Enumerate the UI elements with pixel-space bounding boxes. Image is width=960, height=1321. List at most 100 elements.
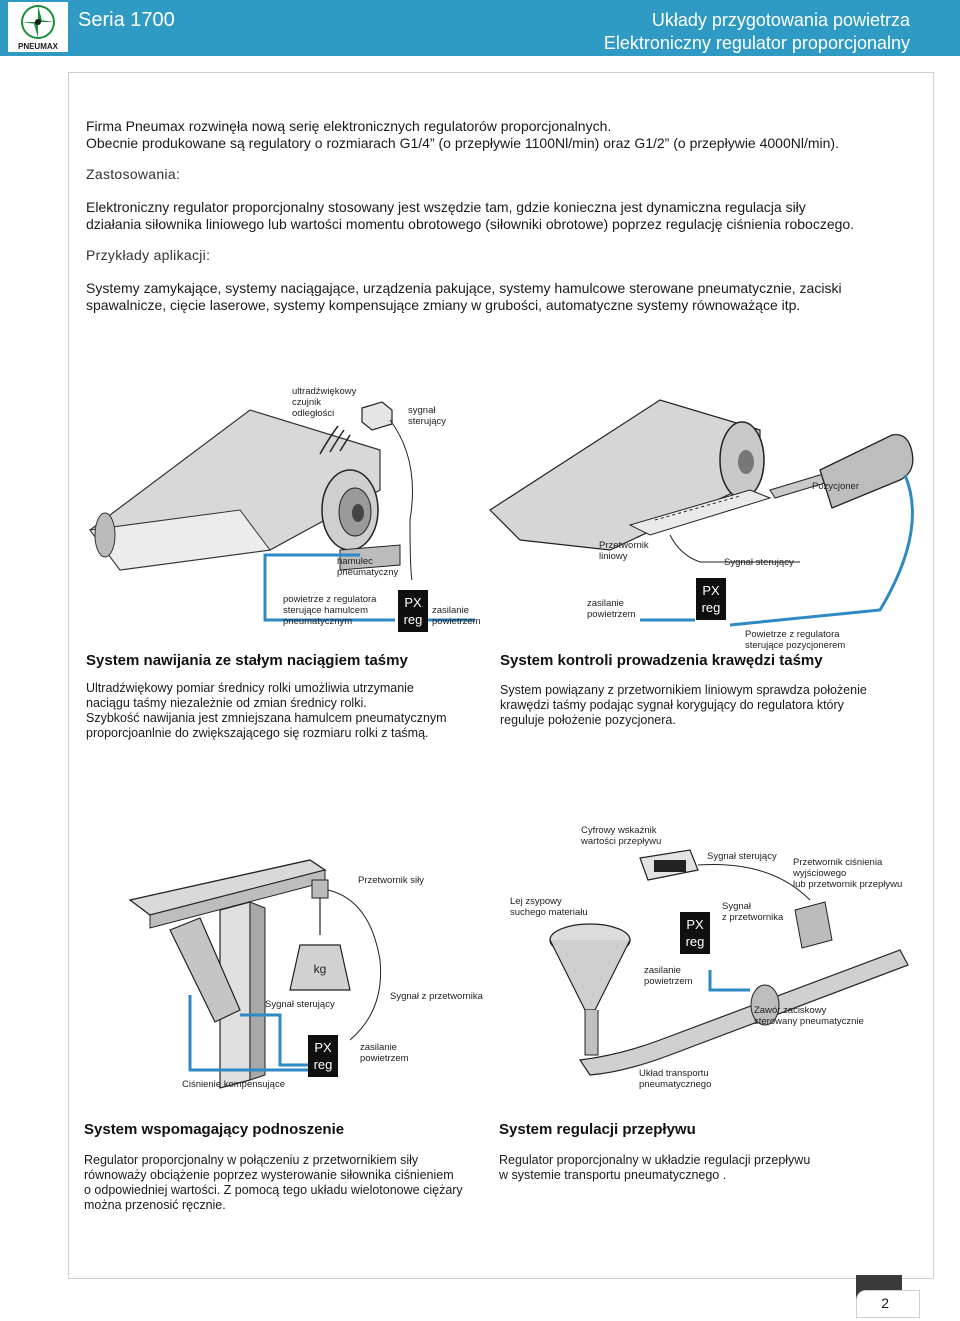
px-reg-block-4: PX reg [680,912,710,954]
lbl-control-signal-4: Sygnał sterujący [707,851,777,862]
lbl-transducer-signal-3: Sygnał z przetwornika [390,991,483,1002]
panel1-description: Ultradźwiękowy pomiar średnicy rolki umo… [86,681,486,741]
lbl-transport-system: Układ transportu pneumatycznego [639,1068,711,1090]
lift-assist-diagram: kg [128,859,382,1089]
lbl-control-signal-line2: sterujący [408,416,447,427]
lbl-air-supply-3-line2: powietrzem [360,1053,409,1064]
lbl-control-signal-line1: sygnał [408,405,436,416]
page-header: PNEUMAX Seria 1700 Układy przygotowania … [0,0,960,56]
panel2-desc-line2: krawędzi taśmy podając sygnał korygujący… [500,698,844,712]
lbl-air-supply-2-line2: powietrzem [587,609,636,620]
reg-label: reg [701,600,721,615]
header-title: Układy przygotowania powietrza Elektroni… [604,9,910,55]
panel4-desc-line1: Regulator proporcjonalny w układzie regu… [499,1153,811,1167]
lbl-air-supply-1-line1: zasilanie [432,605,469,616]
lbl-air-supply-3: zasilanie powietrzem [360,1042,409,1064]
applications-heading: Zastosowania: [86,166,181,182]
lbl-transducer-signal-4-line2: z przetwornika [722,912,784,923]
edge-guiding-diagram [489,399,914,627]
page-frame [68,72,934,1279]
header-title-line2: Elektroniczny regulator proporcjonalny [603,33,910,53]
lbl-hopper-line2: suchego materiału [510,907,588,918]
winding-system-diagram [89,401,475,622]
applications-paragraph: Elektroniczny regulator proporcjonalny s… [86,199,916,233]
intro-line1: Firma Pneumax rozwinęła nową serię elekt… [86,118,612,134]
lbl-digital-display: Cyfrowy wskaźnik wartości przepływu [581,825,661,847]
examples-line1: Systemy zamykające, systemy naciągające,… [86,280,842,296]
px-reg-block-1: PX reg [398,590,428,632]
panel3-description: Regulator proporcjonalny w połączeniu z … [84,1153,484,1213]
panel1-desc-line3: Szybkość nawijania jest zmniejszana hamu… [86,711,447,725]
px-label: PX [314,1040,332,1055]
page-number: 2 [856,1290,920,1318]
lbl-linear-transducer-line1: Przetwornik [599,540,649,551]
examples-heading: Przykłady aplikacji: [86,247,211,263]
lbl-brake: hamulec pneumatyczny [337,556,398,578]
lbl-hopper-line1: Lej zsypowy [510,896,562,907]
lbl-sensor-line1: ultradźwiękowy [292,386,357,397]
lbl-air-supply-1-line2: powietrzem [432,616,481,627]
pneumax-logo: PNEUMAX [8,2,68,52]
lbl-pressure-transducer: Przetwornik ciśnienia wyjściowego lub pr… [793,857,902,890]
px-label: PX [686,917,704,932]
panel2-description: System powiązany z przetwornikiem liniow… [500,683,910,728]
lbl-control-signal-2: Sygnał sterujący [724,557,794,568]
lbl-air-supply-2: zasilanie powietrzem [587,598,636,620]
lbl-hopper: Lej zsypowy suchego materiału [510,896,588,918]
lbl-brake-air: powietrze z regulatora sterujące hamulce… [283,594,376,627]
intro-paragraph: Firma Pneumax rozwinęła nową serię elekt… [86,118,916,152]
lbl-pressure-transducer-line3: lub przetwornik przepływu [793,879,903,890]
reg-label: reg [685,934,705,949]
lbl-transport-system-line1: Układ transportu [639,1068,709,1079]
lbl-brake-line2: pneumatyczny [337,567,399,578]
lbl-air-supply-2-line1: zasilanie [587,598,624,609]
lbl-compensating-pressure: Ciśnienie kompensujące [182,1079,285,1090]
lbl-air-supply-1: zasilanie powietrzem [432,605,481,627]
lbl-brake-air-line1: powietrze z regulatora [283,594,377,605]
lbl-positioner-air-line2: sterujące pozycjonerem [745,640,846,651]
reg-label: reg [313,1057,333,1072]
applications-line2: działania siłownika liniowego lub wartoś… [86,216,855,232]
lbl-transducer-signal-4-line1: Sygnał [722,901,752,912]
lbl-pinch-valve-line2: sterowany pneumatycznie [754,1016,864,1027]
lbl-sensor-line3: odległości [292,408,335,419]
flow-control-diagram [549,849,909,1076]
panel4-desc-line2: w systemie transportu pneumatycznego . [499,1168,727,1182]
lbl-control-signal-3: Sygnał sterujący [265,999,335,1010]
lbl-digital-display-line1: Cyfrowy wskaźnik [581,825,657,836]
panel3-desc-line3: o odpowiedniej wartości. Z pomocą tego u… [84,1183,463,1197]
lbl-brake-air-line3: pneumatycznym [283,616,353,627]
px-label: PX [404,595,422,610]
lbl-force-transducer: Przetwornik siły [358,875,424,886]
panel1-desc-line1: Ultradźwiękowy pomiar średnicy rolki umo… [86,681,414,695]
examples-line2: spawalnicze, cięcie laserowe, systemy ko… [86,297,801,313]
panel3-title: System wspomagający podnoszenie [84,1121,345,1138]
lbl-positioner-air: Powietrze z regulatora sterujące pozycjo… [745,629,845,651]
lbl-brake-line1: hamulec [337,556,373,567]
lbl-brake-air-line2: sterujące hamulcem [283,605,369,616]
series-title: Seria 1700 [78,9,175,31]
lbl-air-supply-4: zasilanie powietrzem [644,965,693,987]
lbl-sensor: ultradźwiękowy czujnik odległości [292,386,356,419]
px-reg-block-2: PX reg [696,578,726,620]
lbl-transducer-signal-4: Sygnał z przetwornika [722,901,783,923]
lbl-air-supply-3-line1: zasilanie [360,1042,397,1053]
reg-label: reg [403,612,423,627]
lbl-air-supply-4-line1: zasilanie [644,965,681,976]
px-reg-block-3: PX reg [308,1035,338,1077]
panel1-desc-line4: proporcjoanlnie do zwiększającego się ro… [86,726,429,740]
header-title-line1: Układy przygotowania powietrza [651,10,910,30]
lbl-linear-transducer-line2: liniowy [599,551,628,562]
lbl-pressure-transducer-line1: Przetwornik ciśnienia [793,857,883,868]
panel3-desc-line4: można przenosić ręcznie. [84,1198,226,1212]
panel2-desc-line1: System powiązany z przetwornikiem liniow… [500,683,867,697]
panel4-title: System regulacji przepływu [499,1121,696,1138]
applications-line1: Elektroniczny regulator proporcjonalny s… [86,199,806,215]
lbl-control-signal: sygnał sterujący [408,405,446,427]
lbl-transport-system-line2: pneumatycznego [639,1079,712,1090]
lbl-positioner-air-line1: Powietrze z regulatora [745,629,840,640]
lbl-pinch-valve: Zawór zaciskowy sterowany pneumatycznie [754,1005,864,1027]
lbl-positioner: Pozycjoner [812,481,859,492]
panel1-desc-line2: naciągu taśmy niezależnie od zmian średn… [86,696,367,710]
panel1-title: System nawijania ze stałym naciągiem taś… [86,652,408,669]
